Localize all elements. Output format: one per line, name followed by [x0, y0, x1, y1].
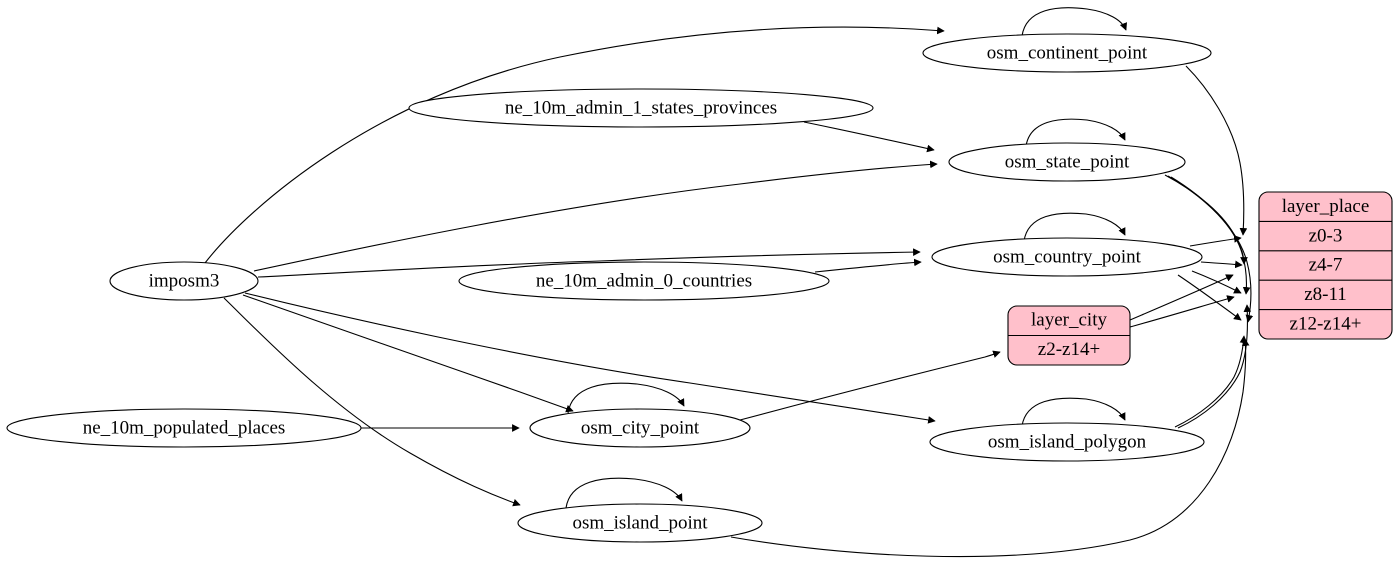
edge-ne_10m_admin_0_countries-to-osm_country_point: [814, 258, 922, 273]
record-row-layer_place-z12-z14plus[interactable]: z12-z14+: [1290, 313, 1362, 334]
node-osm_city_point[interactable]: osm_city_point: [529, 408, 751, 448]
self-loop-osm_country_point: [1023, 212, 1126, 242]
edge-osm_island_polygon-to-layer_place-z12-z14plus: [1174, 335, 1248, 428]
edge-imposm3-to-osm_country_point: [257, 248, 921, 278]
record-row-layer_city-title: layer_city: [1031, 309, 1107, 330]
record-row-layer_place-title: layer_place: [1282, 196, 1370, 217]
node-ne_10m_populated_places[interactable]: ne_10m_populated_places: [6, 408, 362, 448]
edge-osm_country_point-to-layer_place-z8-11: [1191, 270, 1242, 294]
edge-layer_city-to-layer_place-z4-7: [1129, 274, 1234, 321]
edge-osm_country_point-to-layer_place-z0-3: [1189, 235, 1242, 247]
edge-imposm3-to-osm_state_point: [253, 160, 938, 272]
edge-layer: [204, 7, 1254, 558]
self-loop-osm_city_point: [567, 382, 685, 414]
record-row-layer_place-z8-11[interactable]: z8-11: [1304, 284, 1347, 305]
node-ne_10m_admin_1_states_provinces[interactable]: ne_10m_admin_1_states_provinces: [408, 88, 874, 128]
node-label-ne_10m_admin_0_countries: ne_10m_admin_0_countries: [536, 270, 752, 291]
self-loop-osm_continent_point: [1021, 7, 1127, 37]
edge-osm_country_point-to-layer_place-z4-7: [1200, 260, 1243, 269]
edge-osm_island_point-to-layer_place-z12-z14plus: [730, 338, 1250, 558]
edge-imposm3-to-osm_island_point: [223, 297, 521, 507]
edge-osm_continent_point-to-layer_place-z0-3: [1185, 65, 1248, 236]
edge-imposm3-to-osm_continent_point: [204, 26, 945, 264]
node-label-osm_city_point: osm_city_point: [581, 417, 700, 438]
node-label-osm_island_point: osm_island_point: [572, 512, 708, 533]
record-node-layer_place[interactable]: layer_place z0-3 z4-7 z8-11 z12-z14+: [1258, 191, 1393, 340]
node-layer: imposm3 ne_10m_admin_1_states_provinces …: [6, 33, 1212, 543]
node-imposm3[interactable]: imposm3: [109, 261, 259, 301]
self-loop-osm_island_polygon: [1021, 397, 1126, 427]
edge-osm_state_point-to-layer_place-z12-z14plus: [1170, 176, 1254, 323]
edge-osm_country_point-to-layer_place-z12-z14plus: [1177, 274, 1242, 321]
record-row-layer_place-z4-7[interactable]: z4-7: [1309, 255, 1343, 276]
node-label-ne_10m_populated_places: ne_10m_populated_places: [83, 417, 286, 438]
node-label-osm_country_point: osm_country_point: [993, 246, 1141, 267]
record-node-layer_city[interactable]: layer_city z2-z14+: [1007, 305, 1131, 366]
edge-osm_island_polygon-to-layer_place-z8-11: [1177, 304, 1252, 429]
self-loop-osm_island_point: [565, 477, 683, 509]
edge-layer_city-to-layer_place-z8-11: [1129, 295, 1235, 328]
edge-imposm3-to-osm_island_polygon: [244, 292, 936, 424]
node-label-ne_10m_admin_1_states_provinces: ne_10m_admin_1_states_provinces: [505, 97, 777, 118]
node-label-imposm3: imposm3: [149, 270, 220, 291]
node-osm_continent_point[interactable]: osm_continent_point: [922, 33, 1212, 73]
record-row-layer_city-z2-z14plus[interactable]: z2-z14+: [1038, 339, 1100, 360]
edge-imposm3-to-osm_city_point: [242, 294, 574, 413]
node-osm_island_point[interactable]: osm_island_point: [517, 503, 763, 543]
record-node-layer: layer_place z0-3 z4-7 z8-11 z12-z14+ lay…: [1007, 191, 1393, 366]
node-ne_10m_admin_0_countries[interactable]: ne_10m_admin_0_countries: [458, 261, 830, 301]
node-label-osm_state_point: osm_state_point: [1005, 151, 1130, 172]
edge-ne_10m_admin_1_states_provinces-to-osm_state_point: [803, 121, 935, 153]
node-label-osm_continent_point: osm_continent_point: [987, 42, 1148, 63]
record-row-layer_place-z0-3[interactable]: z0-3: [1309, 225, 1343, 246]
edge-osm_city_point-to-layer_city-z2-z14plus: [739, 350, 1001, 421]
self-loop-osm_state_point: [1025, 118, 1126, 147]
node-osm_state_point[interactable]: osm_state_point: [948, 142, 1186, 182]
node-label-osm_island_polygon: osm_island_polygon: [988, 431, 1147, 452]
node-osm_island_polygon[interactable]: osm_island_polygon: [929, 422, 1205, 462]
node-osm_country_point[interactable]: osm_country_point: [931, 237, 1203, 277]
